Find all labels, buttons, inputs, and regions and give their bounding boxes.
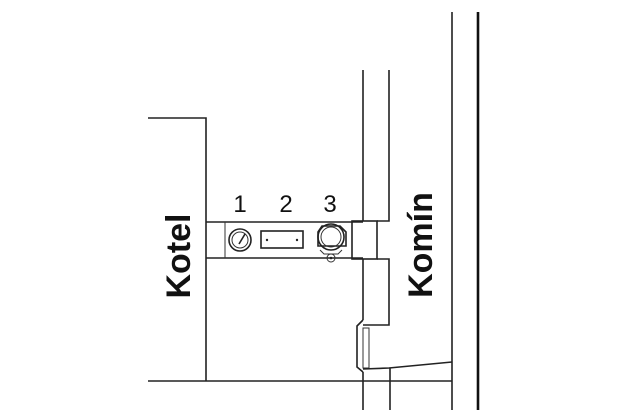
- thermometer-gauge-icon: [228, 228, 252, 252]
- boiler-label: Kotel: [160, 214, 198, 299]
- chimney-label: Komín: [402, 192, 440, 298]
- flue-pipe: [206, 220, 378, 260]
- item-3-label: 3: [323, 191, 336, 218]
- item-2-label: 2: [279, 191, 292, 218]
- draft-regulator-rectangle-icon: [260, 230, 304, 249]
- chimney-outline: [356, 70, 453, 410]
- boiler-outline: [148, 117, 363, 382]
- damper-flap-icon: [317, 223, 347, 263]
- wall: [451, 12, 480, 410]
- item-1-label: 1: [233, 191, 246, 218]
